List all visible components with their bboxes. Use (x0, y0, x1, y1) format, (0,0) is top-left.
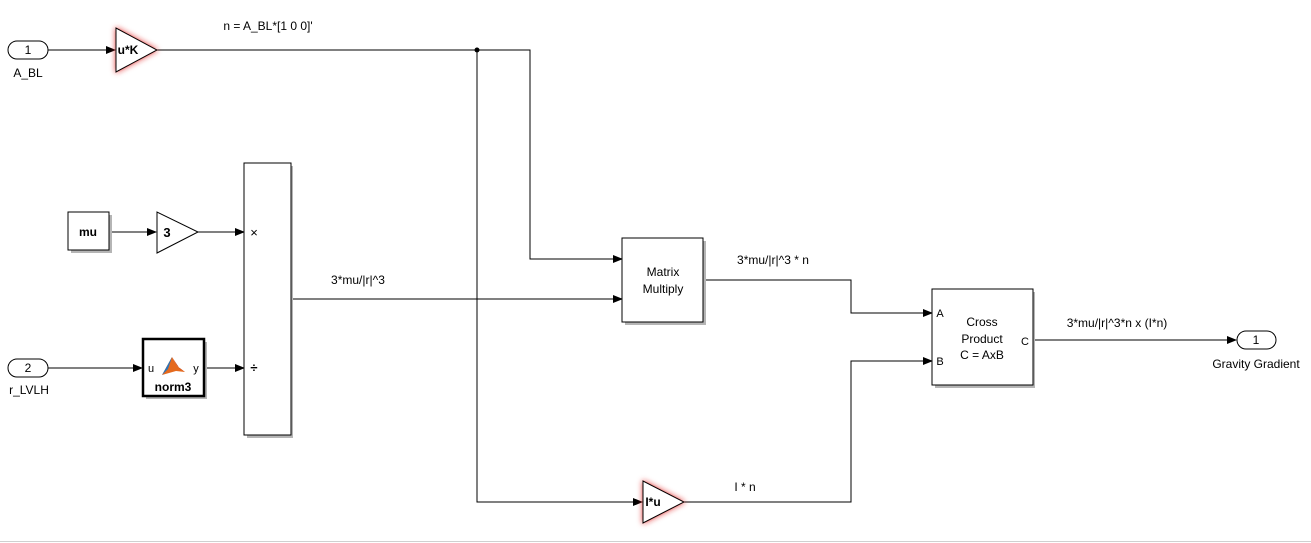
gain-3-block[interactable]: 3 (156, 211, 200, 254)
cross-product-line3: C = AxB (960, 348, 1004, 362)
branch-point (474, 47, 480, 53)
norm3-function-block[interactable]: u y norm3 (141, 337, 207, 399)
signal-label-3mu-n: 3*mu/|r|^3 * n (737, 253, 809, 267)
matrix-multiply-line1: Matrix (647, 265, 680, 279)
gain-iu-block[interactable]: I*u (642, 480, 686, 524)
cross-port-a-label: A (936, 308, 944, 320)
norm3-name: norm3 (155, 380, 192, 394)
signal-label-output: 3*mu/|r|^3*n x (I*n) (1067, 316, 1168, 330)
signal-label-n: n = A_BL*[1 0 0]' (223, 19, 312, 33)
inport-a-bl-number: 1 (25, 43, 32, 57)
norm3-input-port-label: u (148, 363, 154, 375)
inport-r-lvlh-name: r_LVLH (9, 383, 49, 397)
matlab-logo-icon (162, 357, 185, 375)
product-divide-sign: ÷ (250, 360, 257, 375)
product-block[interactable]: × ÷ (243, 162, 293, 438)
cross-product-line1: Cross (966, 315, 997, 329)
wires (48, 46, 1237, 506)
outport-name: Gravity Gradient (1212, 357, 1300, 371)
inport-r-lvlh[interactable]: 2 r_LVLH (7, 358, 49, 397)
signal-label-in: I * n (734, 480, 755, 494)
wire-n-to-matmul[interactable] (157, 49, 623, 263)
gain-uk-label: u*K (118, 43, 139, 57)
cross-product-block[interactable]: A B C Cross Product C = AxB (931, 288, 1035, 388)
outport-number: 1 (1253, 333, 1260, 347)
cross-product-line2: Product (961, 332, 1003, 346)
inport-a-bl-name: A_BL (13, 66, 43, 80)
cross-port-b-label: B (936, 356, 943, 368)
cross-port-c-label: C (1021, 336, 1029, 348)
gain-3-label: 3 (163, 225, 170, 240)
gain-uk-block[interactable]: u*K (115, 27, 159, 73)
product-multiply-sign: × (250, 225, 258, 240)
gain-iu-label: I*u (645, 495, 660, 509)
wire-inertia-to-cross-b[interactable] (684, 357, 933, 503)
norm3-output-port-label: y (193, 363, 199, 375)
constant-mu-block[interactable]: mu (67, 211, 112, 253)
matrix-multiply-block[interactable]: Matrix Multiply (621, 237, 706, 325)
constant-mu-label: mu (79, 225, 97, 239)
inport-a-bl[interactable]: 1 A_BL (7, 40, 49, 80)
inport-r-lvlh-number: 2 (25, 361, 32, 375)
wire-matmul-to-cross-a[interactable] (704, 279, 933, 317)
outport-gravity-gradient[interactable]: 1 Gravity Gradient (1212, 330, 1300, 371)
signal-label-3mu: 3*mu/|r|^3 (331, 273, 385, 287)
matrix-multiply-line2: Multiply (643, 282, 684, 296)
wire-n-to-inertia-gain[interactable] (476, 50, 643, 506)
